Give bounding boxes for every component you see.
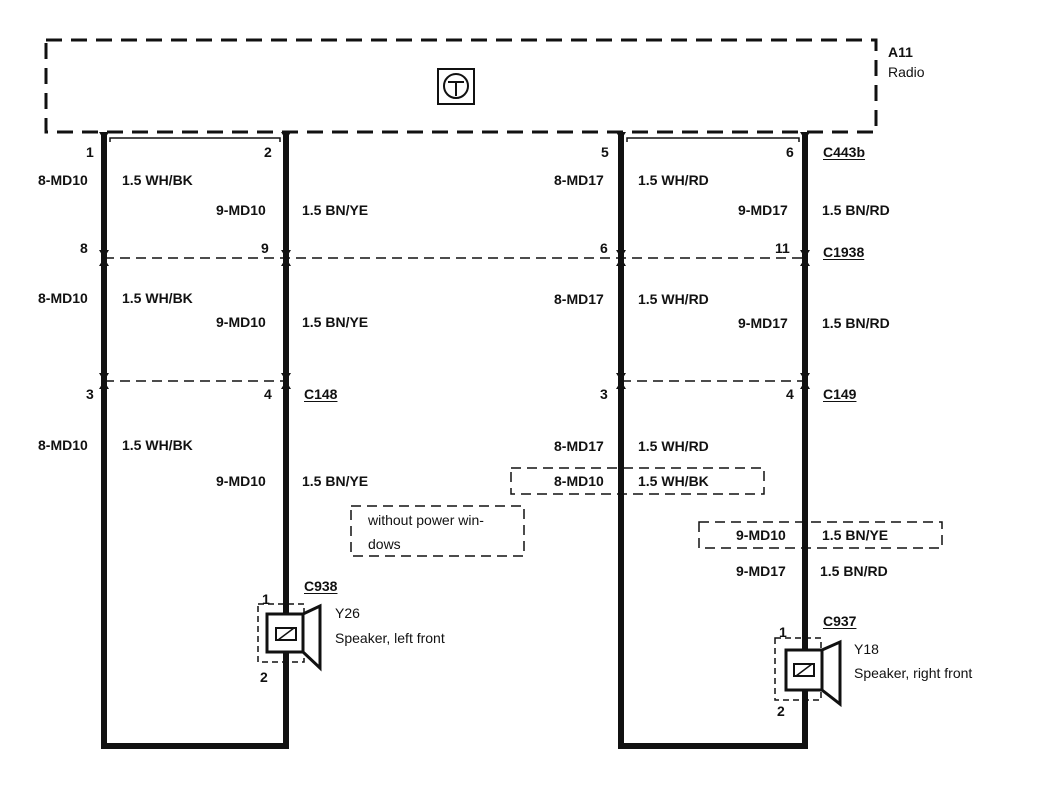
wire-color-label: 1.5 WH/RD — [638, 172, 709, 188]
circuit-label: 8-MD10 — [38, 437, 88, 453]
circuit-label: 9-MD17 — [738, 315, 788, 331]
connector-label-c148: C148 — [304, 386, 338, 402]
module-name-label: Radio — [888, 64, 925, 80]
wire-color-label: 1.5 BN/YE — [302, 314, 369, 330]
circuit-label: 9-MD10 — [216, 314, 266, 330]
wire-color-label: 1.5 WH/BK — [122, 437, 193, 453]
pin-label: 6 — [600, 240, 608, 256]
pin-label: 4 — [786, 386, 794, 402]
variant-circuit-label: 8-MD10 — [554, 473, 604, 489]
pin-label: 8 — [80, 240, 88, 256]
connector-label-c149: C149 — [823, 386, 857, 402]
wire-color-label: 1.5 BN/YE — [302, 202, 369, 218]
radio-module-box — [44, 38, 878, 134]
pin-label: 2 — [264, 144, 272, 160]
pin-label: 1 — [86, 144, 94, 160]
wire-color-label: 1.5 WH/BK — [122, 290, 193, 306]
wire-color-label: 1.5 WH/BK — [122, 172, 193, 188]
pin-label: 1 — [262, 591, 270, 607]
connector-label-c443b: C443b — [823, 144, 866, 160]
variant-note-line-2: dows — [368, 536, 401, 552]
pin-label: 9 — [261, 240, 269, 256]
pin-label: 3 — [86, 386, 94, 402]
circuit-label: 9-MD10 — [216, 473, 266, 489]
variant-wire-color-label: 1.5 BN/YE — [822, 527, 889, 543]
wire-color-label: 1.5 BN/RD — [820, 563, 888, 579]
connector-c443b-bracket — [109, 137, 800, 142]
wire-color-label: 1.5 BN/RD — [822, 202, 890, 218]
circuit-label: 8-MD17 — [554, 172, 604, 188]
speaker-id-label: Y26 — [335, 605, 360, 621]
speaker-name-label: Speaker, right front — [854, 665, 973, 681]
wire-color-label: 1.5 WH/RD — [638, 438, 709, 454]
pin-label: 1 — [779, 624, 787, 640]
variant-note-line-1: without power win- — [368, 512, 484, 528]
wire-color-label: 1.5 WH/RD — [638, 291, 709, 307]
variant-circuit-label: 9-MD10 — [736, 527, 786, 543]
connector-label-c1938: C1938 — [823, 244, 865, 260]
circuit-label: 9-MD10 — [216, 202, 266, 218]
right-speaker-icon — [774, 637, 842, 708]
connector-label-c938: C938 — [304, 578, 338, 594]
pin-label: 4 — [264, 386, 272, 402]
variant-box-rf-negative — [698, 521, 943, 549]
speaker-name-label: Speaker, left front — [335, 630, 445, 646]
pin-label: 2 — [777, 703, 785, 719]
pin-label: 11 — [775, 240, 790, 256]
speaker-id-label: Y18 — [854, 641, 879, 657]
connector-arrow-icons — [99, 132, 810, 389]
radio-symbol-icon — [437, 68, 475, 105]
pin-label: 2 — [260, 669, 268, 685]
wire-color-label: 1.5 BN/RD — [822, 315, 890, 331]
circuit-label: 8-MD10 — [38, 172, 88, 188]
circuit-label: 8-MD10 — [38, 290, 88, 306]
circuit-label: 9-MD17 — [738, 202, 788, 218]
module-id-label: A11 — [888, 44, 913, 60]
pin-label: 6 — [786, 144, 794, 160]
variant-box-rf-wire — [510, 467, 765, 495]
pin-label: 3 — [600, 386, 608, 402]
left-speaker-icon — [257, 603, 322, 672]
pin-label: 5 — [601, 144, 609, 160]
circuit-label: 8-MD17 — [554, 291, 604, 307]
circuit-label: 9-MD17 — [736, 563, 786, 579]
connector-label-c937: C937 — [823, 613, 857, 629]
variant-wire-color-label: 1.5 WH/BK — [638, 473, 709, 489]
wire-color-label: 1.5 BN/YE — [302, 473, 369, 489]
circuit-label: 8-MD17 — [554, 438, 604, 454]
variant-box-note — [350, 505, 525, 557]
